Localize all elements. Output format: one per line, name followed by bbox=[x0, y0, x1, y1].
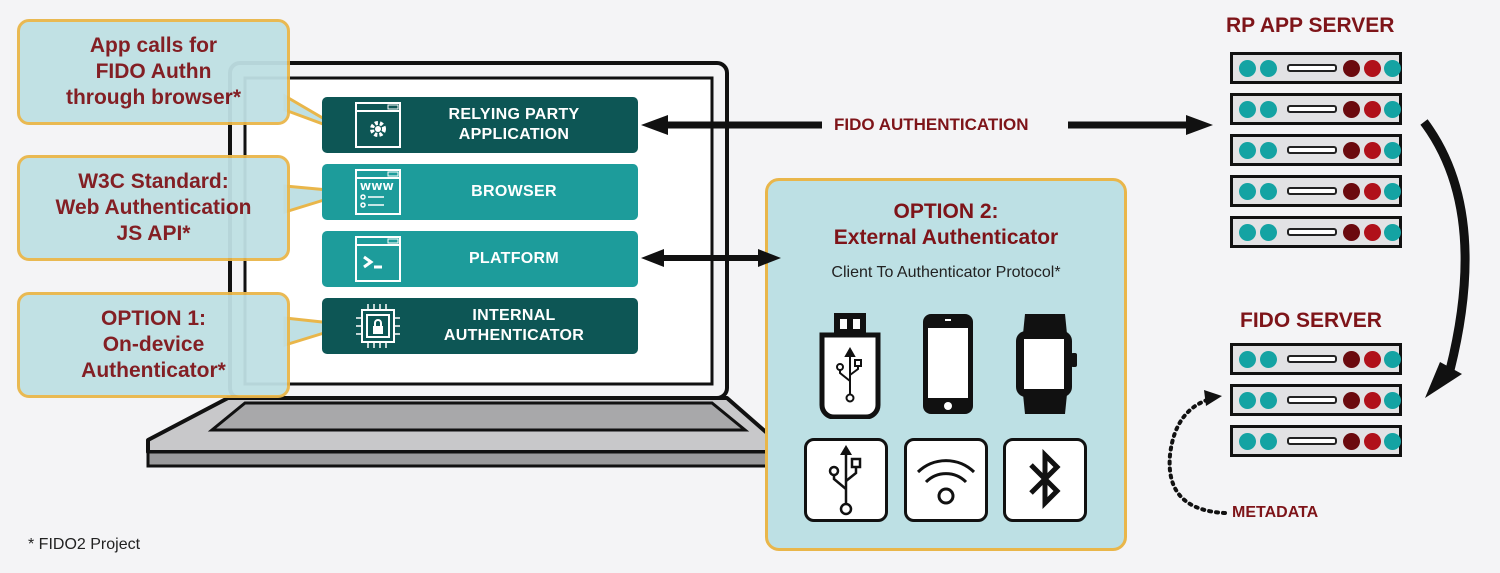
rp-to-fido-curve-arrow bbox=[1420, 119, 1470, 372]
drive-slot bbox=[1287, 437, 1337, 445]
status-led bbox=[1384, 142, 1401, 159]
status-led bbox=[1384, 392, 1401, 409]
status-led bbox=[1343, 60, 1360, 77]
status-led bbox=[1239, 101, 1256, 118]
status-led bbox=[1364, 433, 1381, 450]
status-led bbox=[1343, 224, 1360, 241]
status-led bbox=[1260, 351, 1277, 368]
laptop-keyboard-area bbox=[207, 401, 750, 432]
metadata-label: METADATA bbox=[1232, 504, 1319, 521]
bluetooth-icon bbox=[1029, 449, 1061, 510]
status-led bbox=[1239, 351, 1256, 368]
option2-subtitle: Client To Authenticator Protocol* bbox=[831, 264, 1061, 281]
status-led bbox=[1260, 101, 1277, 118]
status-led bbox=[1239, 433, 1256, 450]
layer-relying-party-application: RELYING PARTY APPLICATION bbox=[322, 97, 638, 153]
status-led bbox=[1343, 392, 1360, 409]
status-led bbox=[1384, 351, 1401, 368]
www-window-icon: WWW bbox=[355, 169, 401, 215]
status-led bbox=[1343, 351, 1360, 368]
gear-window-icon bbox=[355, 102, 401, 148]
layer-label: BROWSER bbox=[471, 183, 557, 200]
server-unit bbox=[1230, 384, 1402, 416]
status-led bbox=[1343, 183, 1360, 200]
bluetooth-transport-tile bbox=[1003, 438, 1087, 522]
status-led bbox=[1364, 60, 1381, 77]
usb-icon bbox=[828, 445, 862, 516]
callout-option1: OPTION 1: On-device Authenticator* bbox=[17, 292, 290, 398]
status-led bbox=[1343, 101, 1360, 118]
server-unit bbox=[1230, 52, 1402, 84]
server-unit bbox=[1230, 93, 1402, 125]
terminal-window-icon bbox=[355, 236, 401, 282]
platform-to-external-arrow bbox=[641, 249, 781, 267]
smartwatch-icon bbox=[1016, 314, 1077, 414]
drive-slot bbox=[1287, 228, 1337, 236]
status-led bbox=[1260, 392, 1277, 409]
callout-app-calls: App calls for FIDO Authn through browser… bbox=[17, 19, 290, 125]
status-led bbox=[1239, 142, 1256, 159]
callout-w3c-standard: W3C Standard: Web Authentication JS API* bbox=[17, 155, 290, 261]
drive-slot bbox=[1287, 396, 1337, 404]
status-led bbox=[1343, 433, 1360, 450]
drive-slot bbox=[1287, 146, 1337, 154]
drive-slot bbox=[1287, 64, 1337, 72]
server-unit bbox=[1230, 425, 1402, 457]
status-led bbox=[1239, 60, 1256, 77]
status-led bbox=[1260, 433, 1277, 450]
layer-platform: PLATFORM bbox=[322, 231, 638, 287]
status-led bbox=[1364, 183, 1381, 200]
layer-internal-authenticator: INTERNAL AUTHENTICATOR bbox=[322, 298, 638, 354]
drive-slot bbox=[1287, 105, 1337, 113]
status-led bbox=[1384, 60, 1401, 77]
usb-key-icon bbox=[819, 313, 881, 419]
chip-lock-icon bbox=[356, 304, 400, 348]
status-led bbox=[1364, 142, 1381, 159]
status-led bbox=[1384, 433, 1401, 450]
status-led bbox=[1384, 183, 1401, 200]
status-led bbox=[1260, 60, 1277, 77]
status-led bbox=[1364, 224, 1381, 241]
nfc-wireless-icon bbox=[916, 459, 976, 505]
fido-authentication-arrow bbox=[641, 115, 1213, 135]
fido-server-label: FIDO SERVER bbox=[1240, 309, 1382, 332]
footnote: * FIDO2 Project bbox=[28, 536, 141, 553]
layer-label: RELYING PARTY APPLICATION bbox=[448, 106, 580, 143]
status-led bbox=[1260, 183, 1277, 200]
drive-slot bbox=[1287, 187, 1337, 195]
status-led bbox=[1364, 101, 1381, 118]
usb-transport-tile bbox=[804, 438, 888, 522]
layer-browser: WWW BROWSER bbox=[322, 164, 638, 220]
server-unit bbox=[1230, 175, 1402, 207]
layer-label: PLATFORM bbox=[468, 250, 560, 267]
smartphone-icon bbox=[923, 314, 973, 414]
metadata-dotted-arrow bbox=[1167, 397, 1227, 515]
status-led bbox=[1343, 142, 1360, 159]
layer-label: INTERNAL AUTHENTICATOR bbox=[443, 307, 585, 344]
nfc-transport-tile bbox=[904, 438, 988, 522]
svg-text:WWW: WWW bbox=[360, 182, 394, 193]
status-led bbox=[1364, 351, 1381, 368]
option2-external-authenticator-panel: OPTION 2: External Authenticator Client … bbox=[765, 178, 1127, 551]
status-led bbox=[1384, 101, 1401, 118]
status-led bbox=[1384, 224, 1401, 241]
drive-slot bbox=[1287, 355, 1337, 363]
status-led bbox=[1239, 183, 1256, 200]
status-led bbox=[1260, 224, 1277, 241]
rp-app-server-label: RP APP SERVER bbox=[1226, 14, 1395, 37]
fido-authentication-label: FIDO AUTHENTICATION bbox=[834, 115, 1029, 134]
server-unit bbox=[1230, 216, 1402, 248]
server-unit bbox=[1230, 343, 1402, 375]
status-led bbox=[1364, 392, 1381, 409]
status-led bbox=[1260, 142, 1277, 159]
status-led bbox=[1239, 392, 1256, 409]
status-led bbox=[1239, 224, 1256, 241]
server-unit bbox=[1230, 134, 1402, 166]
option2-title: OPTION 2: External Authenticator bbox=[833, 200, 1059, 249]
